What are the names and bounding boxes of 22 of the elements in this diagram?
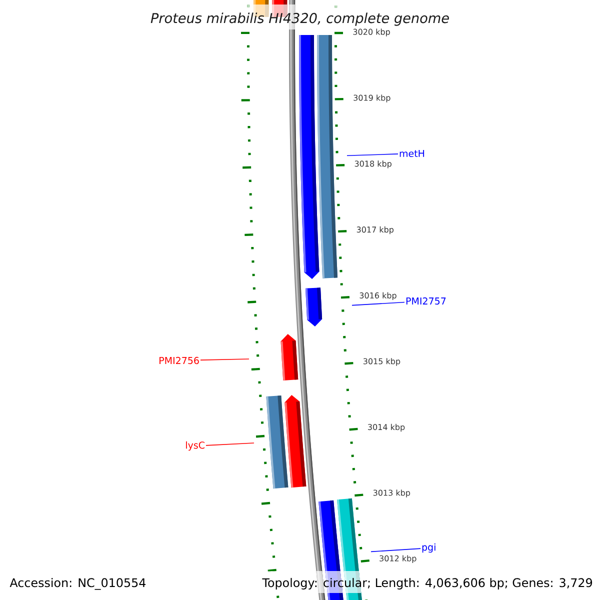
gene-label: PMI2757 xyxy=(406,297,446,305)
tick-label: 3013 kbp xyxy=(373,490,410,498)
tick-label: 3012 kbp xyxy=(380,555,416,563)
gene-label: PMI2756 xyxy=(160,356,199,364)
tick-label: 3020 kbp xyxy=(353,28,390,36)
leader-line xyxy=(370,548,421,552)
footer-text: Topology: circular; Length: 4,063,606 bp; Genes: 3,729 xyxy=(262,578,592,590)
tick-label: 3018 kbp xyxy=(354,160,392,168)
gene-label: metH xyxy=(400,150,424,158)
gene-label: pgi xyxy=(422,543,436,553)
leader-line xyxy=(346,154,398,156)
tick-label: 3014 kbp xyxy=(368,424,405,432)
tick-label: 3016 kbp xyxy=(360,292,396,300)
footer-text: Accession: NC_010554 xyxy=(10,578,146,590)
tick-label: 3015 kbp xyxy=(363,358,400,366)
tick-label: 3019 kbp xyxy=(354,94,390,102)
gene-label: lysC xyxy=(186,441,204,451)
tick-label: 3017 kbp xyxy=(356,226,394,234)
title: Proteus mirabilis HI4320, complete genome xyxy=(150,12,449,26)
leader-line xyxy=(200,358,250,360)
leader-line xyxy=(352,302,405,306)
leader-line xyxy=(206,442,254,446)
